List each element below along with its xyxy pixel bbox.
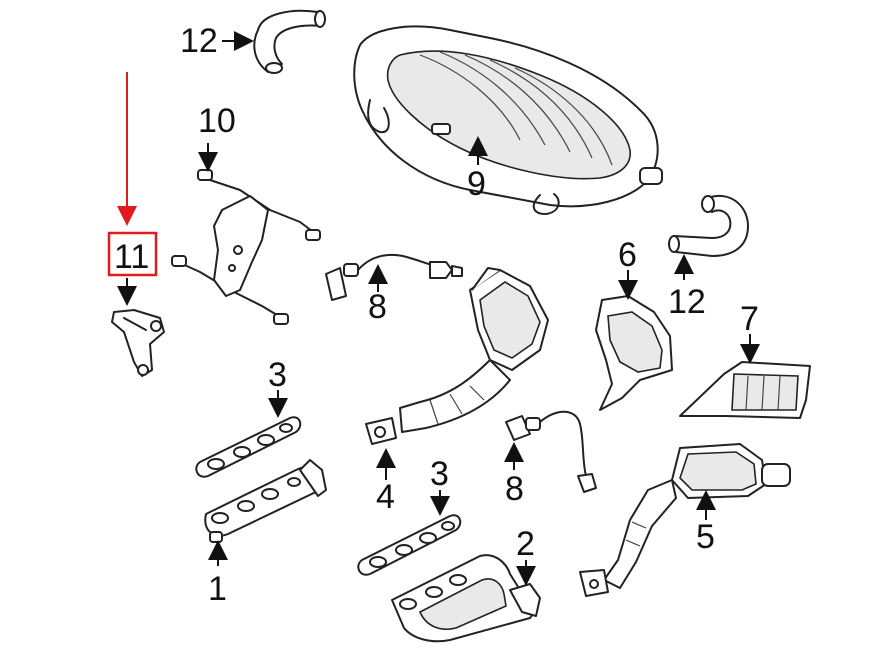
callout-8-lower: 8 [505, 470, 524, 508]
oxygen-sensor-part-8-upper [325, 253, 463, 301]
callout-4: 4 [376, 478, 395, 516]
callout-12-right: 12 [668, 283, 706, 321]
exhaust-manifold-part-2 [391, 554, 541, 643]
callout-1: 1 [208, 570, 227, 608]
muffler-part-9 [353, 25, 663, 215]
catalytic-converter-part-5 [579, 443, 791, 597]
heat-shield-bracket-part-10 [171, 169, 321, 325]
callout-5: 5 [696, 518, 715, 556]
callout-3-upper: 3 [268, 356, 287, 394]
highlight-box-11 [107, 231, 158, 277]
callout-7: 7 [740, 300, 759, 338]
oxygen-sensor-part-8-lower [505, 410, 597, 493]
exhaust-manifold-part-1 [204, 459, 327, 543]
callout-8-upper: 8 [368, 288, 387, 326]
mount-bracket-part-11 [111, 309, 165, 377]
heat-shield-part-6 [595, 295, 673, 411]
heat-shield-part-7 [679, 361, 811, 419]
callout-6: 6 [618, 236, 637, 274]
callout-11: 11 [114, 238, 149, 276]
hose-part-12-right [668, 195, 749, 257]
callout-3-lower: 3 [430, 455, 449, 493]
callout-2: 2 [516, 525, 535, 563]
gasket-part-3-upper [195, 416, 302, 478]
catalytic-converter-part-4 [365, 267, 549, 445]
callout-12-top: 12 [180, 22, 218, 60]
callout-9: 9 [467, 165, 486, 203]
callout-10: 10 [198, 102, 236, 140]
gasket-part-3-lower [357, 514, 462, 576]
hose-part-12-top [253, 9, 326, 74]
